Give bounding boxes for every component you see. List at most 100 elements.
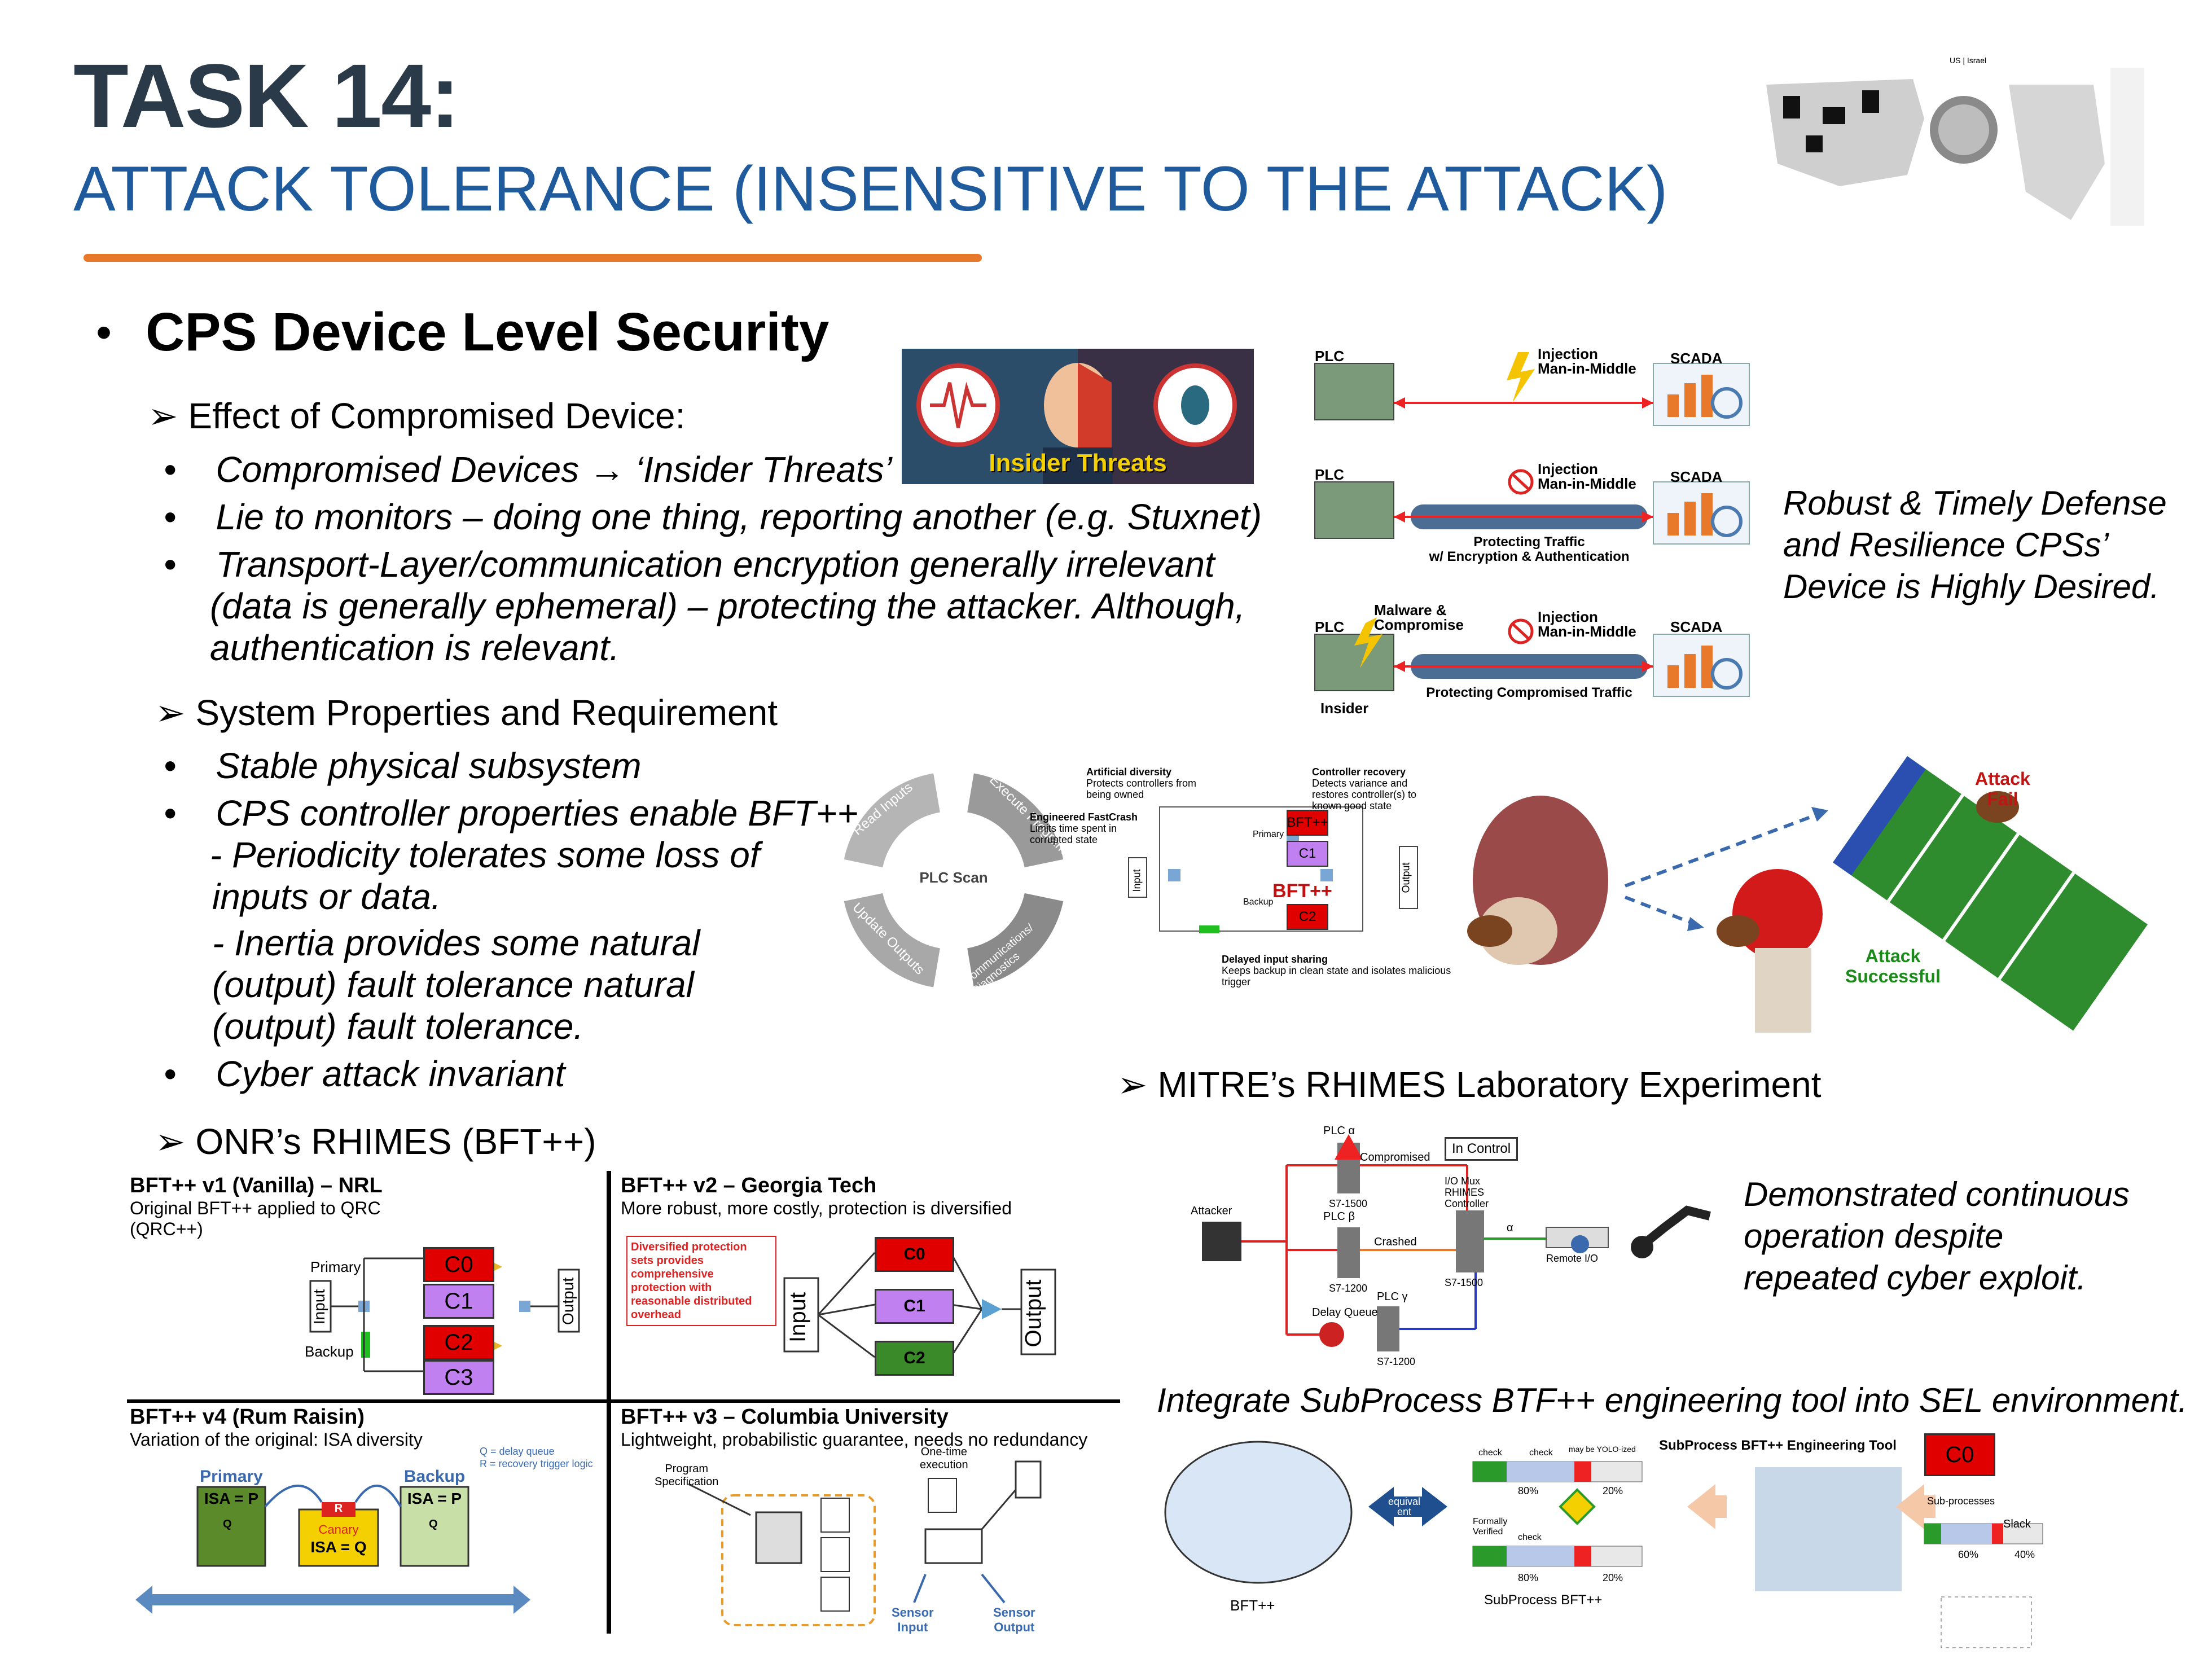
list-item: CPS controller properties enable BFT++ [216, 793, 858, 833]
s7-label: S7-1200 [1377, 1356, 1416, 1367]
mux-label: I/O Mux RHIMES Controller [1445, 1175, 1489, 1209]
legend-r: R = recovery trigger logic [480, 1458, 593, 1469]
mitre-heading-label: MITRE’s RHIMES Laboratory Experiment [1157, 1064, 1822, 1105]
plc-scan-cycle: PLC Scan Read Inputs Execute Program Com… [824, 767, 1083, 997]
controller-c0: BFT++ [1287, 810, 1328, 836]
defense-line: and Resilience CPSs’ [1783, 526, 2109, 564]
slack-label: Slack [2003, 1518, 2031, 1530]
football-attack-graphic: Attack Fail Attack Successful [1433, 745, 2212, 1050]
plc-row-1 [1314, 352, 1750, 426]
pct-label: 60% [1958, 1549, 1979, 1560]
output-label: Output [1021, 1279, 1046, 1348]
controller-c2: C2 [875, 1341, 954, 1376]
traffic-label: Protecting Compromised Traffic [1426, 685, 1632, 700]
s7-label: S7-1200 [1329, 1283, 1368, 1294]
bullet-dot: • [164, 745, 177, 786]
plc-row-3 [1314, 617, 1750, 697]
plc-label: PLC [1315, 466, 1344, 483]
traffic-label: Protecting Traffic w/ Encryption & Authe… [1429, 534, 1630, 564]
controller-c0: C0 [423, 1247, 494, 1282]
arrow-icon: ➢ [155, 1121, 196, 1162]
subprocess-label: SubProcess BFT++ [1484, 1592, 1603, 1608]
v2-title: BFT++ v2 – Georgia Tech [621, 1174, 877, 1197]
crashed-label: Crashed [1374, 1236, 1417, 1248]
list-item: Cyber attack invariant [216, 1054, 565, 1094]
plc-label: PLC [1315, 348, 1344, 365]
primary-label: Primary [1253, 830, 1284, 839]
scada-label: SCADA [1670, 350, 1723, 367]
input-label: Input [1131, 869, 1143, 892]
onetime-label: One-time execution [920, 1446, 968, 1471]
in-control-label: In Control [1445, 1137, 1518, 1161]
delay-queue-label: Delay Queue [1312, 1306, 1378, 1319]
list-item: Transport-Layer/communication encryption… [216, 544, 1215, 585]
system-heading-label: System Properties and Requirement [195, 692, 778, 733]
pct-label: 80% [1518, 1485, 1539, 1496]
output-label: Output [1400, 862, 1412, 893]
insider-label: Insider [1320, 700, 1369, 717]
list-item: (output) fault tolerance. [212, 1006, 584, 1047]
attacker-label: Attacker [1191, 1205, 1232, 1217]
attack-label: Injection Man-in-Middle [1538, 460, 1636, 492]
backup-label: Backup [403, 1467, 466, 1486]
yolo-label: may be YOLO-ized [1569, 1445, 1636, 1454]
arrow-icon: ➢ [148, 396, 188, 436]
bullet-dot: • [164, 544, 177, 585]
bft-v2-panel: BFT++ v2 – Georgia Tech More robust, mor… [621, 1174, 1117, 1394]
bft-label: BFT++ [1272, 880, 1332, 902]
primary-label: Primary [200, 1467, 263, 1486]
list-item: (output) fault tolerance natural [212, 964, 694, 1005]
pct-label: 20% [1603, 1572, 1623, 1583]
controller-c2: C2 [423, 1325, 494, 1360]
input-label: Input [310, 1289, 328, 1325]
list-item: Lie to monitors – doing one thing, repor… [216, 497, 1262, 537]
alpha-label: α [1507, 1222, 1513, 1234]
check-label: check [1518, 1533, 1542, 1542]
remote-io-label: Remote I/O [1546, 1253, 1599, 1264]
pct-label: 80% [1518, 1572, 1539, 1583]
page-title: TASK 14: [73, 45, 460, 146]
attack-fail-label: Attack Fail [1975, 769, 2030, 809]
v3-desc: Lightweight, probabilistic guarantee, ne… [621, 1429, 1088, 1450]
primary-label: Primary [310, 1258, 361, 1275]
check-label: check [1478, 1448, 1502, 1458]
defense-line: Robust & Timely Defense [1783, 484, 2167, 522]
grid-divider-horizontal [127, 1399, 1120, 1403]
title-underline [84, 254, 982, 262]
bus-label: Bus [316, 1608, 334, 1620]
subprocess-integration-diagram: BFT++ equival ent SubProcess BFT++ SubPr… [1157, 1433, 2201, 1653]
demonstrated-line: operation despite [1744, 1217, 2004, 1255]
list-item: - Inertia provides some natural [212, 923, 700, 963]
output-label: Output [559, 1277, 577, 1326]
isa-q-label: ISA = Q [310, 1538, 367, 1556]
list-item: inputs or data. [212, 876, 441, 917]
demonstrated-line: repeated cyber exploit. [1744, 1259, 2087, 1297]
backup-label: Backup [305, 1343, 354, 1360]
defense-statement: Robust & Timely Defense and Resilience C… [1783, 482, 2201, 608]
bullet-dot: • [164, 1054, 177, 1094]
s7-label: S7-1500 [1445, 1277, 1484, 1288]
bft-v4-panel: BFT++ v4 (Rum Raisin) Variation of the o… [130, 1405, 598, 1631]
v3-title: BFT++ v3 – Columbia University [621, 1405, 949, 1429]
arrow-icon: ➢ [155, 692, 196, 733]
bullet-dot: • [164, 497, 177, 537]
arrow-icon: ➢ [1117, 1064, 1158, 1105]
bullet-dot: • [164, 793, 177, 833]
scada-label: SCADA [1670, 468, 1723, 485]
onr-heading-label: ONR’s RHIMES (BFT++) [195, 1121, 596, 1162]
compromised-label: Compromised [1360, 1151, 1430, 1164]
v2-note: Diversified protection sets provides com… [626, 1236, 776, 1326]
mitre-heading: ➢ MITRE’s RHIMES Laboratory Experiment [1117, 1064, 1821, 1106]
list-item: Stable physical subsystem [216, 745, 642, 786]
check-label: check [1529, 1448, 1553, 1458]
plc-scada-diagram: PLC SCADA Injection Man-in-Middle PLC SC… [1309, 341, 1761, 719]
bft-v1-panel: BFT++ v1 (Vanilla) – NRL Original BFT++ … [130, 1174, 598, 1395]
controller-c3: C3 [423, 1360, 494, 1395]
attack-label: Injection Man-in-Middle [1538, 345, 1636, 377]
r-label: R [334, 1502, 343, 1515]
q-label: Q [223, 1518, 232, 1530]
